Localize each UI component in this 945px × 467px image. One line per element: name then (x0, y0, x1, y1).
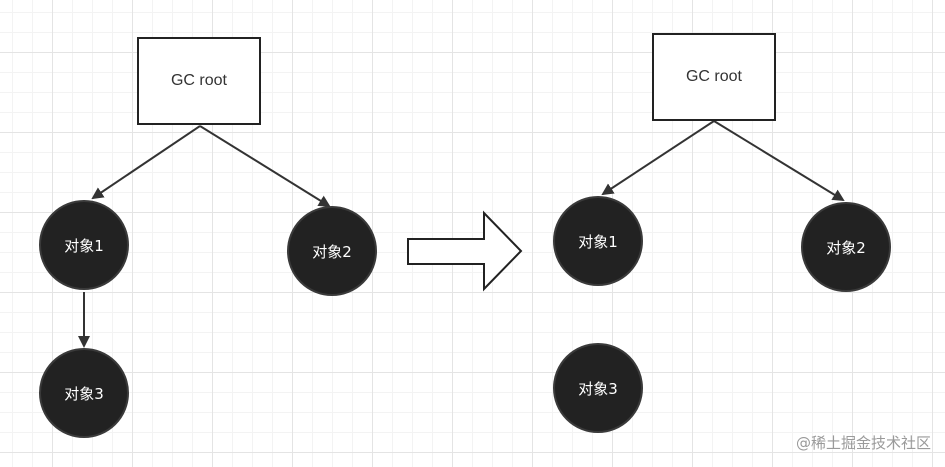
before-node-3-label: 对象3 (64, 384, 104, 403)
transition-arrow (407, 210, 523, 292)
edge-before-root-to-node1 (91, 125, 201, 200)
edge-before-root-to-node2 (199, 125, 331, 208)
after-node-3-label: 对象3 (578, 379, 618, 398)
before-node-1: 对象1 (39, 200, 129, 290)
after-node-3: 对象3 (553, 343, 643, 433)
before-node-2-label: 对象2 (312, 242, 352, 261)
before-node-1-label: 对象1 (64, 236, 104, 255)
edge-after-root-to-node1 (601, 120, 715, 196)
edge-after-root-to-node2 (713, 120, 845, 202)
after-node-2: 对象2 (801, 202, 891, 292)
after-node-1-label: 对象1 (578, 232, 618, 251)
before-node-3: 对象3 (39, 348, 129, 438)
after-gc-root-label: GC root (685, 68, 742, 85)
after-gc-root: GC root (652, 33, 776, 121)
before-gc-root: GC root (137, 37, 261, 125)
before-gc-root-label: GC root (170, 72, 227, 89)
after-node-1: 对象1 (553, 196, 643, 286)
before-node-2: 对象2 (287, 206, 377, 296)
watermark: @稀土掘金技术社区 (795, 434, 931, 452)
after-node-2-label: 对象2 (826, 238, 866, 257)
